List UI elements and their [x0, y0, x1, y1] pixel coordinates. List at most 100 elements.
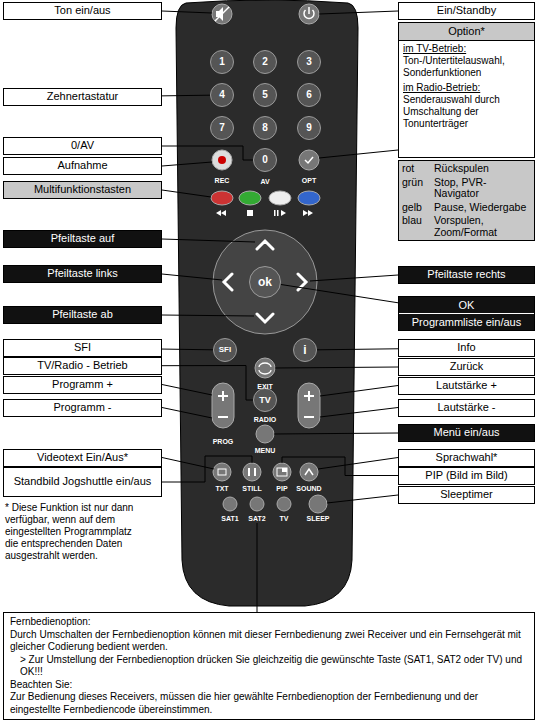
button-text: 6: [306, 90, 312, 100]
exit-button-part: [255, 358, 275, 378]
callout-text: Videotext Ein/Aus*: [8, 451, 157, 465]
callout-text: Aufnahme: [8, 159, 157, 173]
lower-buttons-part: [213, 463, 231, 481]
rocker-buttons: [212, 383, 320, 428]
lower-buttons-part: [309, 495, 327, 513]
callout-text: Sprachwahl*: [403, 451, 530, 465]
callout-box: Info: [398, 339, 535, 357]
top-buttons-part: [299, 4, 319, 24]
callout-box: Multifunktionstasten: [3, 181, 162, 199]
callout-text: Option*: [399, 23, 534, 41]
multifunction-buttons-part: [247, 210, 253, 216]
remote-button: 4: [210, 83, 234, 107]
leader-lines: [162, 11, 398, 612]
rocker-buttons-part: [298, 383, 320, 428]
leader-line: [162, 146, 253, 160]
footnote: * Diese Funktion ist nur dann verfügbar,…: [5, 502, 137, 562]
top-buttons-part: [308, 7, 310, 14]
lower-buttons-part: [315, 499, 320, 509]
note-box: Fernbedienoption:Durch Umschalten der Fe…: [3, 612, 535, 720]
remote-button: 0: [253, 148, 277, 172]
callout-text: grün: [402, 177, 434, 200]
callout-box: Menü ein/aus: [398, 424, 535, 442]
button-text: ok: [258, 276, 272, 288]
callout-text: SFI: [8, 341, 157, 355]
button-label: RADIO: [254, 416, 277, 423]
lower-buttons-part: [282, 468, 287, 472]
option-box: Option* im TV-Betrieb:Ton-/Untertitelausw…: [398, 22, 535, 158]
top-buttons-part: [212, 4, 232, 24]
navigation-pad: [213, 230, 317, 334]
button-label: REC: [215, 177, 230, 184]
remote-button: 3: [297, 50, 321, 74]
callout-box: Pfeiltaste auf: [3, 230, 162, 248]
callout-text: Pfeiltaste rechts: [403, 268, 530, 282]
leader-line: [281, 284, 398, 302]
callout-box: 0/AV: [3, 137, 162, 155]
callout-box: Sleeptimer: [398, 486, 535, 504]
leader-line: [162, 95, 210, 97]
top-buttons-part: [215, 7, 229, 21]
callout-text: 0/AV: [8, 139, 157, 153]
rocker-buttons-part: [212, 383, 234, 428]
rec-opt-buttons-part: [212, 150, 232, 170]
callout-text: blau: [402, 215, 434, 238]
rec-opt-buttons-part: [299, 150, 319, 170]
callout-text: im TV-Betrieb:: [399, 43, 534, 55]
button-label: SLEEP: [307, 515, 330, 522]
button-label: MENU: [255, 447, 276, 454]
lower-buttons-part: [243, 463, 261, 481]
callout-box: Zurück: [398, 358, 535, 376]
button-text: 3: [306, 57, 312, 67]
multifunction-buttons-part: [274, 210, 286, 216]
button-label: EXIT: [257, 383, 273, 390]
callout-text: Ton-/Untertitelauswahl, Sonderfunktionen: [399, 55, 534, 82]
button-label: TXT: [215, 485, 228, 492]
rec-opt-buttons-part: [305, 157, 313, 163]
navigation-pad-part: [224, 241, 306, 322]
callout-text: > Zur Umstellung der Fernbedienoption dr…: [10, 654, 528, 679]
exit-button: [255, 358, 275, 378]
callout-box: Pfeiltaste links: [3, 265, 162, 283]
lower-buttons-part: [256, 425, 274, 443]
callout-box: Pfeiltaste rechts: [398, 266, 535, 284]
callout-text: Lautstärke -: [403, 401, 530, 415]
button-text: 9: [306, 123, 312, 133]
top-buttons: [212, 4, 319, 24]
button-label: PROG: [213, 438, 234, 445]
multifunction-buttons: [211, 191, 320, 216]
callout-box: Lautstärke +: [398, 377, 535, 395]
button-text: 4: [219, 90, 225, 100]
remote-button: i: [293, 338, 317, 362]
button-label: OPT: [302, 177, 316, 184]
callout-text: Zur Bedienung dieses Receivers, müssen d…: [10, 691, 528, 716]
callout-text: Programm -: [8, 401, 157, 415]
rec-opt-buttons-part: [218, 156, 226, 164]
callout-text: PIP (Bild im Bild): [403, 469, 530, 483]
callout-text: rot: [402, 163, 434, 175]
callout-text: Fernbedienoption:: [10, 616, 528, 629]
callout-text: Pause, Wiedergabe: [434, 202, 531, 214]
callout-text: Durch Umschalten der Fernbedienoption kö…: [10, 629, 528, 654]
lower-buttons-part: [218, 469, 226, 475]
callout-text: Vorspulen, Zoom/Format: [434, 215, 531, 238]
callout-text: OK: [399, 297, 534, 314]
callout-text: Standbild Jogshuttle ein/aus: [8, 475, 157, 489]
lower-buttons-part: [305, 469, 313, 475]
remote-button: SFI: [213, 338, 237, 362]
callout-text: Senderauswahl durch Umschaltung der Tonu…: [399, 94, 534, 133]
callout-text: Info: [403, 341, 530, 355]
callout-box: Programm -: [3, 399, 162, 417]
callout-text: Menü ein/aus: [403, 426, 530, 440]
callout-text: Pfeiltaste auf: [8, 232, 157, 246]
callout-box: Videotext Ein/Aus*: [3, 449, 162, 467]
multifunction-buttons-part: [303, 210, 313, 216]
lower-buttons-part: [277, 468, 287, 476]
callout-box: Ton ein/aus: [3, 2, 162, 20]
color-key-box: rotRückspulengrünStop, PVR-Navigatorgelb…: [398, 160, 535, 241]
button-text: i: [303, 344, 306, 356]
callout-box: Ein/Standby: [398, 2, 535, 20]
button-label: TV: [280, 515, 289, 522]
multifunction-buttons-part: [298, 191, 320, 205]
callout-text: Programm +: [8, 378, 157, 392]
